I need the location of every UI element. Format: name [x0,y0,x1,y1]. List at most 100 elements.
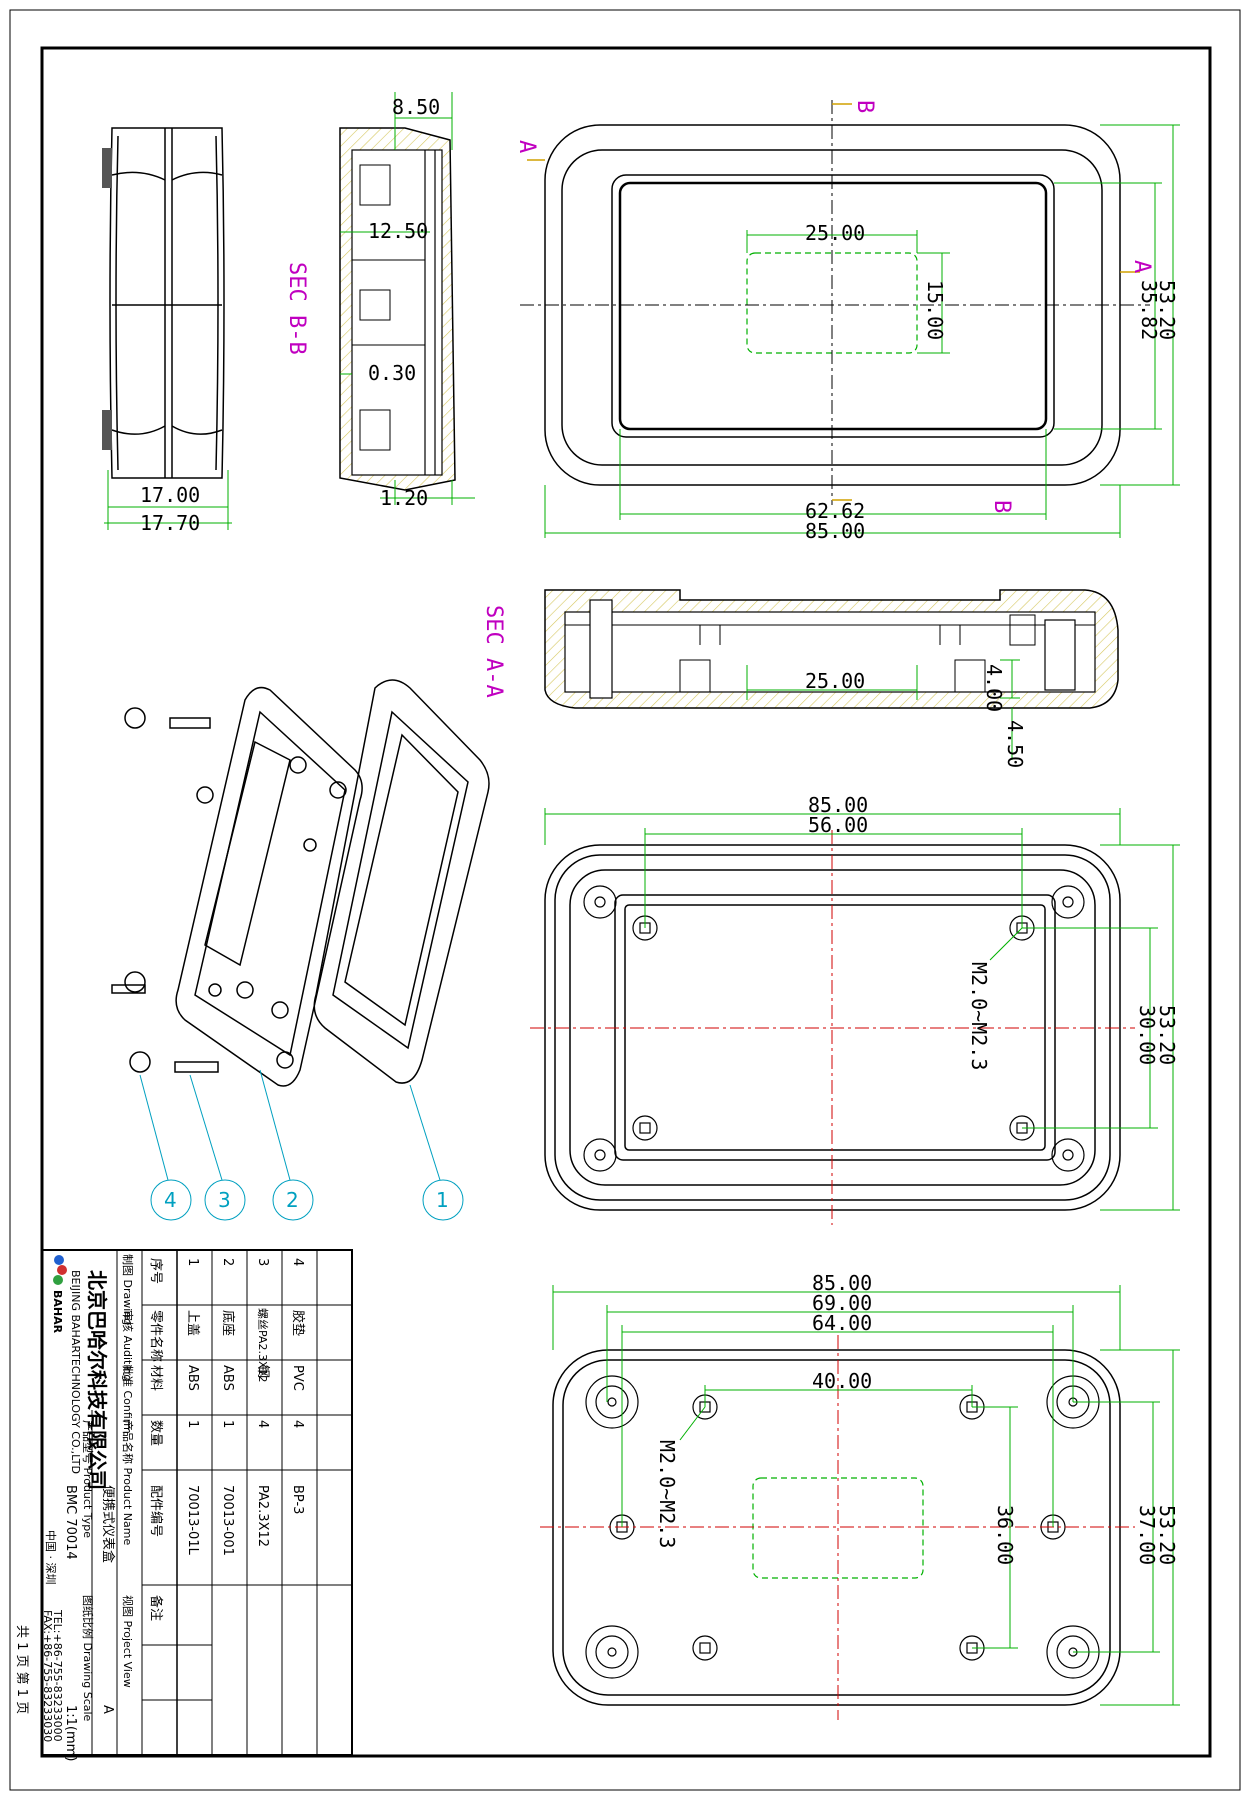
section-bb [339,127,456,491]
side-view [102,127,225,479]
th-part-name: 零件名称 [148,1310,164,1362]
fax: FAX:+86-755-83233030 [41,1610,54,1742]
part-3-name: 螺丝PA2.3X12 [256,1308,269,1382]
dim-bottom-64-00: 64.00 [812,1311,872,1335]
dim-base-85-00: 85.00 [808,793,868,817]
exploded-view [111,679,490,1087]
city: 中国 · 深圳 [44,1530,57,1585]
hdr-product-name: 产品名称 Product Name [121,1420,135,1545]
part-4-material: PVC [290,1365,305,1391]
scale-value: 1:1(mm) [63,1705,78,1761]
th-remark: 备注 [148,1595,164,1621]
part-2-name: 底座 [220,1310,236,1336]
top-view-centerlines [520,100,1150,505]
hdr-drawing: 制图 Drawing [121,1254,134,1325]
dim-bottom-36-00: 36.00 [993,1505,1017,1565]
part-1-material: ABS [185,1365,200,1391]
dim-bottom-40-00: 40.00 [812,1369,872,1393]
dim-base-30-00: 30.00 [1135,1005,1159,1065]
dim-top-85-00: 85.00 [805,519,865,543]
label-sec-bb: SEC B-B [284,262,309,355]
product-type-value: BMC 70014 [63,1485,78,1560]
dim-top-35-82: 35.82 [1137,280,1161,340]
dim-bottom-37-00: 37.00 [1135,1505,1159,1565]
callout-bottom-thread: M2.0~M2.3 [655,1440,679,1548]
dim-bb-1-20: 1.20 [380,486,428,510]
company-cn: 北京巴哈尔科技有限公司 [85,1270,109,1490]
bottom-view-centerlines [540,1335,1135,1720]
base-view-centerlines [530,830,1135,1225]
th-material: 材料 [148,1365,163,1391]
dim-side-17-00: 17.00 [140,483,200,507]
part-1-name: 上盖 [185,1310,200,1336]
part-3-material: 钢 [255,1365,270,1378]
part-2-material: ABS [220,1365,235,1391]
hdr-confirm: 批准 Confirm [121,1365,135,1434]
page-info: 共 1 页 第 1 页 [14,1625,29,1714]
dim-aa-25-00: 25.00 [805,669,865,693]
bottom-view-dims [552,1285,1180,1706]
hdr-auditing: 审核 Auditing [121,1310,135,1381]
section-cut-lines [527,103,1140,501]
dim-top-53-20: 53.20 [1155,280,1179,340]
th-qty: 数量 [148,1420,163,1446]
company-en: BEIJING BAHARTECHNOLOGY CO.,LTD [69,1270,82,1474]
dim-aa-4-50: 4.50 [1003,720,1027,768]
product-name-value: 便携式仪表盒 [100,1485,116,1563]
dim-side-17-70: 17.70 [140,511,200,535]
part-1-code: 70013-01L [185,1485,200,1556]
part-4-code: BP-3 [290,1485,305,1514]
dim-base-53-20: 53.20 [1155,1005,1179,1065]
part-4-no: 4 [290,1258,305,1266]
part-2-code: 70013-001 [220,1485,235,1556]
balloon-3: 3 [218,1188,231,1212]
part-1-no: 1 [185,1258,200,1266]
part-2-qty: 1 [220,1420,235,1428]
marker-b-top: B [852,100,877,113]
side-view-dims [104,470,232,530]
top-view-dims [544,124,1180,538]
dim-top-15-00: 15.00 [923,280,947,340]
dim-top-62-62: 62.62 [805,499,865,523]
part-1-qty: 1 [185,1420,200,1428]
hdr-project-view: 视图 Project View [121,1595,135,1688]
dim-bottom-69-00: 69.00 [812,1291,872,1315]
dim-top-25-00: 25.00 [805,221,865,245]
dim-bb-8-50: 8.50 [392,95,440,119]
hdr-drawing-scale: 图纸比例 Drawing Scale [81,1595,95,1722]
balloon-4: 4 [164,1188,177,1212]
dim-base-56-00: 56.00 [808,813,868,837]
section-aa [544,589,1119,709]
dim-bottom-53-20: 53.20 [1155,1505,1179,1565]
part-3-no: 3 [255,1258,270,1266]
marker-a-right: A [1129,260,1154,273]
dim-aa-4-00: 4.00 [982,664,1006,712]
marker-a-left: A [514,140,539,153]
th-part-code: 配件编号 [148,1485,163,1537]
bahar-logo: BAHAR [51,1255,67,1334]
balloon-1: 1 [436,1188,449,1212]
section-bb-dims [340,92,475,505]
logo-text: BAHAR [51,1290,64,1334]
balloon-leaders [139,1069,464,1221]
bottom-view-hidden [752,1477,924,1579]
callout-base-thread: M2.0~M2.3 [967,962,991,1070]
balloon-2: 2 [286,1188,299,1212]
title-block: 序号 零件名称 材料 数量 配件编号 备注 1 上盖 ABS 1 70013-0… [41,1249,353,1761]
top-view-hidden [746,252,918,354]
inner-border [40,46,1212,1758]
section-aa-dims [746,659,1020,760]
marker-b-bottom: B [989,500,1014,513]
part-3-qty: 4 [255,1420,270,1428]
base-view-dims [544,808,1180,1211]
label-sec-aa: SEC A-A [481,605,506,698]
projection-mark: A [100,1705,115,1714]
dim-bb-12-50: 12.50 [368,219,428,243]
dim-bb-0-30: 0.30 [368,361,416,385]
th-no: 序号 [148,1258,163,1284]
part-4-name: 胶垫 [290,1310,306,1336]
tel: TEL:+86-755-83233000 [51,1609,64,1742]
dim-bottom-85-00: 85.00 [812,1271,872,1295]
outer-border [9,9,1241,1791]
